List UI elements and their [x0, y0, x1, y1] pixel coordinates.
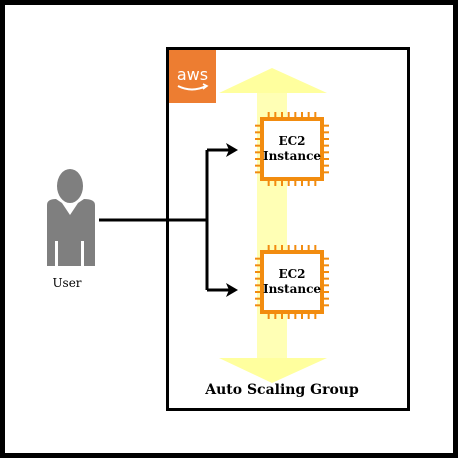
arrow-head-top [226, 143, 238, 157]
ec2-label-line1: EC2 [278, 267, 305, 281]
ec2-label-line2: Instance [263, 149, 321, 163]
auto-scaling-group-label: Auto Scaling Group [204, 382, 359, 398]
ec2-label-line1: EC2 [278, 134, 305, 148]
aws-smile-icon [177, 85, 207, 91]
aws-logo-text: aws [177, 65, 208, 84]
aws-smile-arrow-icon [202, 83, 209, 90]
ec2-chip-body [260, 250, 324, 314]
arrow-head-bottom [226, 283, 238, 297]
connector [99, 148, 229, 292]
aws-logo: aws [169, 50, 216, 103]
aws-logo-background [169, 50, 216, 103]
user-icon [47, 169, 95, 266]
ec2-chip-body [260, 117, 324, 181]
user-label: User [52, 276, 81, 290]
ec2-label-line2: Instance [263, 282, 321, 296]
